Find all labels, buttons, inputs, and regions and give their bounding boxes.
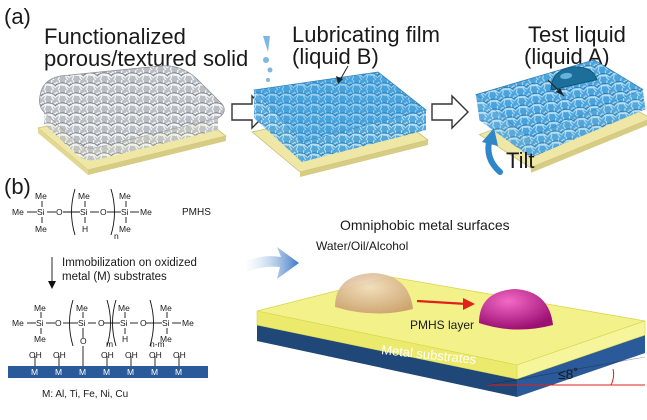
transition-arrow-icon [247,247,299,279]
lubricated-block [251,36,429,177]
pmhs-layer-label: PMHS layer [410,318,475,332]
omniphobic-surface-illustration [247,247,646,397]
panel-a-label: (a) [4,4,31,29]
atom-me-8: Me [34,303,46,313]
caption-porous-solid-line1: Functionalized [44,24,186,49]
atom-me-9: Me [12,318,24,328]
atom-m-4: M [103,367,111,377]
immobilization-line1: Immobilization on oxidized [62,257,197,269]
atom-oh-4: OH [125,350,138,360]
atom-oh-6: OH [173,350,186,360]
atom-m-3: M [79,367,87,377]
atom-si-7: Si [162,318,170,328]
panel-b-label: (b) [4,174,31,199]
subscript-nm: n-m [150,339,165,349]
process-arrow-2 [431,94,469,130]
atom-o-6: O [140,318,147,328]
immobilized-structure [8,299,208,378]
tilted-block [475,59,647,173]
atom-o-1: O [56,207,63,217]
atom-o-5: O [80,336,87,346]
atom-si-4: Si [36,318,44,328]
tilt-angle-label: ≤8˚ [558,366,579,382]
atom-m-1: M [31,367,39,377]
atom-me-6: Me [140,207,152,217]
caption-porous-solid-line2: porous/textured solid [44,46,249,71]
metals-list: M: Al, Ti, Fe, Ni, Cu [42,389,129,400]
atom-o-4: O [98,318,105,328]
atom-me-13: Me [160,303,172,313]
atom-me-10: Me [34,334,46,344]
liquids-label: Water/Oil/Alcohol [316,239,409,253]
caption-test-liquid-line1: Test liquid [528,22,626,47]
porous-top-1 [39,65,225,149]
oil-water-droplet [335,273,413,314]
porous-solid-block [37,65,227,175]
metal-substrate-bar [8,366,208,378]
pmhs-label: PMHS [182,207,211,218]
atom-oh-5: OH [149,350,162,360]
atom-me-4: Me [78,191,90,201]
alcohol-droplet [479,289,553,330]
pmhs-structure [27,188,139,289]
omniphobic-title: Omniphobic metal surfaces [340,217,510,233]
atom-si-5: Si [78,318,86,328]
test-liquid-droplet [550,66,598,91]
atom-h-2: H [122,334,129,344]
caption-lubricating-film-line2: (liquid B) [292,44,379,69]
atom-me-12: Me [118,303,130,313]
atom-o-3: O [55,318,62,328]
atom-oh-3: OH [101,350,114,360]
atom-oh-1: OH [29,350,42,360]
atom-h-1: H [82,224,89,234]
atom-m-5: M [127,367,135,377]
subscript-n: n [114,231,119,241]
atom-si-1: Si [37,207,45,217]
atom-me-5: Me [119,191,131,201]
atom-oh-2: OH [53,350,66,360]
atom-me-3: Me [35,224,47,234]
atom-si-3: Si [121,207,129,217]
panel-a-illustration [37,36,647,177]
tilt-label: Tilt [506,148,535,173]
atom-me-1: Me [35,191,47,201]
immobilization-line2: metal (M) substrates [62,271,167,283]
atom-m-2: M [55,367,63,377]
atom-si-2: Si [80,207,88,217]
atom-si-6: Si [120,318,128,328]
subscript-m-1: m [106,339,114,349]
atom-o-2: O [100,207,107,217]
atom-m-6: M [151,367,159,377]
slide-arrow-icon [463,298,475,310]
atom-m-7: M [175,367,183,377]
atom-me-14: Me [182,318,194,328]
atom-me-15: Me [160,334,172,344]
atom-me-7: Me [119,224,131,234]
atom-me-2: Me [12,207,24,217]
caption-lubricating-film-line1: Lubricating film [292,22,440,47]
atom-me-11: Me [76,303,88,313]
